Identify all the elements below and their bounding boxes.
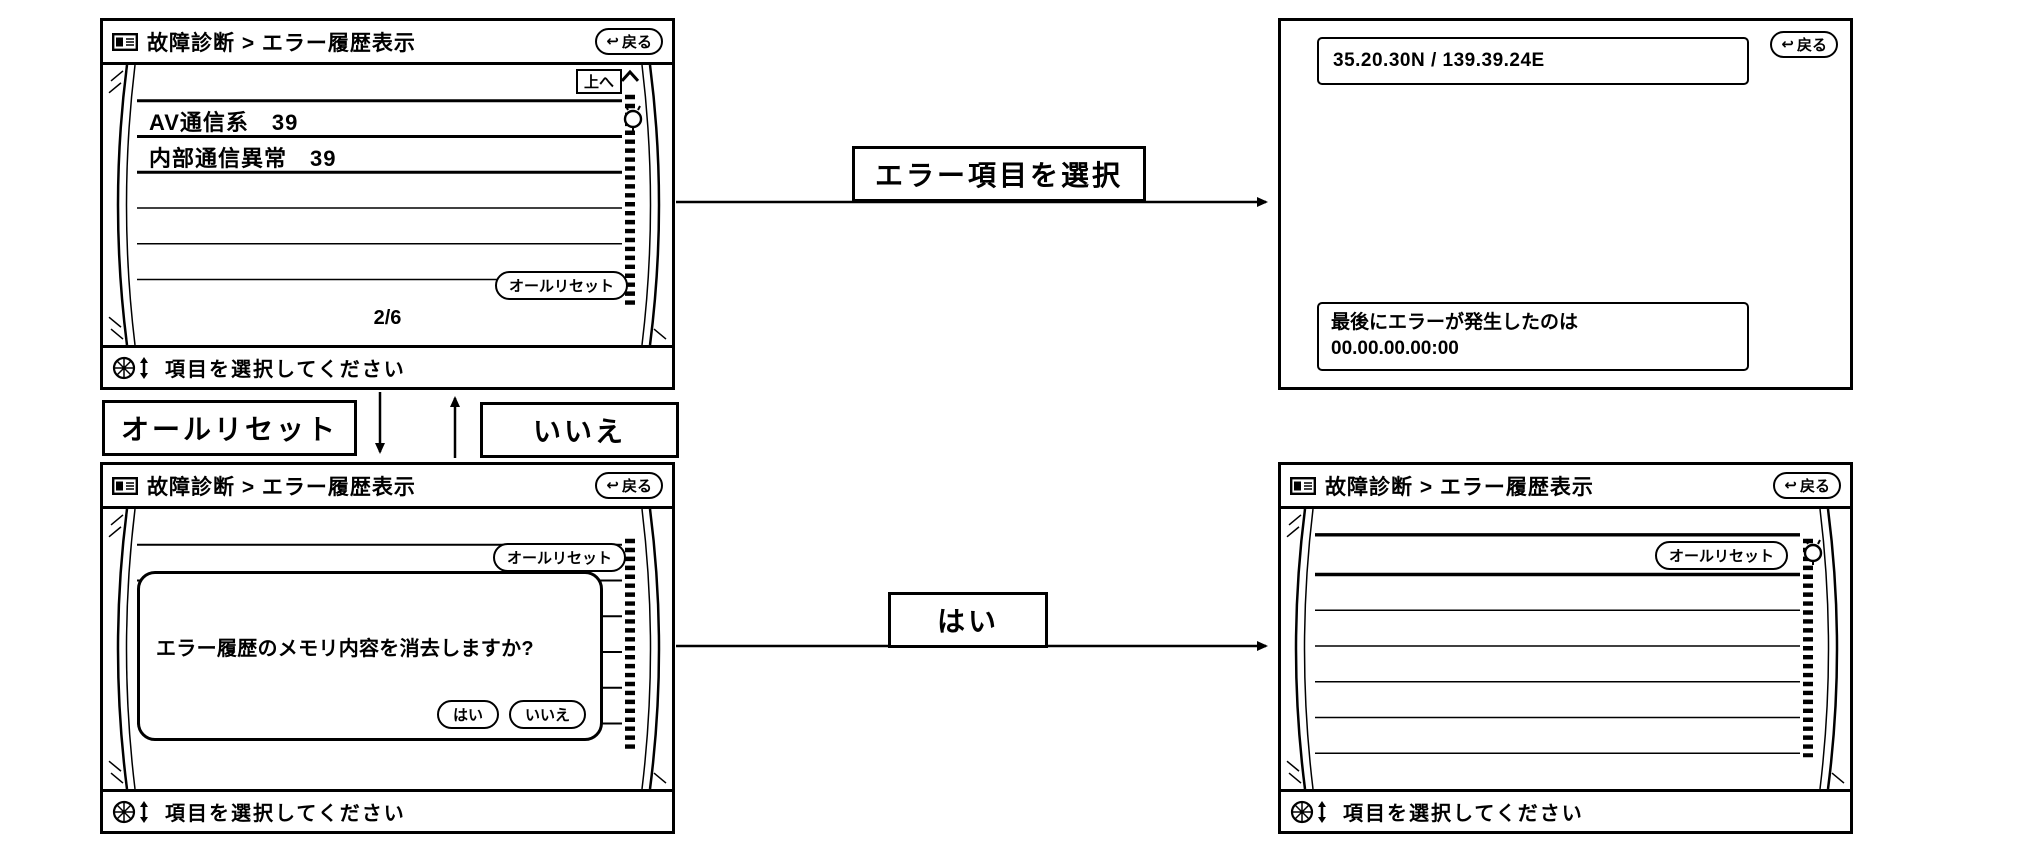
titlebar: 故障診断 > エラー履歴表示 ↩ 戻る — [103, 465, 672, 509]
list-item-internal-comm[interactable]: 内部通信異常 39 — [149, 146, 337, 171]
screen-bezel — [1286, 509, 1845, 789]
back-button[interactable]: ↩ 戻る — [595, 28, 663, 55]
screen-icon — [112, 476, 138, 495]
confirm-dialog: エラー履歴のメモリ内容を消去しますか? はい いいえ — [137, 571, 603, 741]
screen-confirm-dialog: 故障診断 > エラー履歴表示 ↩ 戻る オールリセット エラー履歴のメモリ内容を… — [100, 462, 675, 834]
back-button[interactable]: ↩ 戻る — [595, 472, 663, 499]
dialog-buttons: はい いいえ — [436, 700, 586, 729]
last-error-line1: 最後にエラーが発生したのは — [1331, 311, 1579, 333]
return-arrow-icon: ↩ — [1781, 36, 1794, 53]
status-bar: 項目を選択してください — [1281, 789, 1850, 831]
screen-icon — [1290, 476, 1316, 495]
status-text: 項目を選択してください — [1343, 803, 1584, 825]
back-button-label: 戻る — [1796, 37, 1827, 54]
yes-button[interactable]: はい — [436, 700, 499, 729]
titlebar: 故障診断 > エラー履歴表示 ↩ 戻る — [1281, 465, 1850, 509]
flow-label-yes: はい — [888, 592, 1049, 648]
chevron-up-icon — [620, 69, 640, 82]
page-indicator: 2/6 — [373, 307, 402, 329]
back-button[interactable]: ↩ 戻る — [1770, 31, 1838, 58]
selector-knob-icon — [112, 800, 148, 823]
rotary-cursor-icon — [623, 105, 643, 131]
status-bar: 項目を選択してください — [103, 345, 672, 387]
last-error-box: 最後にエラーが発生したのは 00.00.00.00:00 — [1317, 301, 1749, 371]
status-text: 項目を選択してください — [165, 803, 406, 825]
all-reset-button[interactable]: オールリセット — [1654, 541, 1788, 570]
back-button[interactable]: ↩ 戻る — [1773, 472, 1841, 499]
scroll-up-button[interactable]: 上へ — [575, 69, 622, 94]
selector-knob-icon — [1290, 800, 1326, 823]
all-reset-button[interactable]: オールリセット — [494, 271, 628, 300]
dialog-message: エラー履歴のメモリ内容を消去しますか? — [156, 638, 534, 660]
page-title: 故障診断 > エラー履歴表示 — [147, 475, 416, 499]
titlebar: 故障診断 > エラー履歴表示 ↩ 戻る — [103, 21, 672, 65]
rotary-cursor-icon — [1803, 539, 1823, 565]
last-error-timestamp: 00.00.00.00:00 — [1331, 338, 1459, 360]
screen-body: オールリセット エラー履歴のメモリ内容を消去しますか? はい いいえ — [103, 509, 672, 789]
no-button[interactable]: いいえ — [508, 700, 586, 729]
return-arrow-icon: ↩ — [1784, 477, 1797, 494]
screen-error-detail: ↩ 戻る 35.20.30N / 139.39.24E 最後にエラーが発生したの… — [1278, 18, 1853, 390]
screen-body: オールリセット — [1281, 509, 1850, 789]
back-button-label: 戻る — [621, 478, 652, 495]
screen-error-list: 故障診断 > エラー履歴表示 ↩ 戻る 上へ AV通信系 39 — [100, 18, 675, 390]
flow-label-no: いいえ — [480, 402, 680, 458]
page-title: 故障診断 > エラー履歴表示 — [147, 31, 416, 55]
status-text: 項目を選択してください — [165, 359, 406, 381]
selector-knob-icon — [112, 356, 148, 379]
back-button-label: 戻る — [1799, 478, 1830, 495]
list-item-av-comm[interactable]: AV通信系 39 — [149, 110, 299, 135]
screen-body: 上へ AV通信系 39 内部通信異常 39 オールリセット 2/6 — [103, 65, 672, 345]
all-reset-button[interactable]: オールリセット — [492, 543, 626, 572]
return-arrow-icon: ↩ — [606, 477, 619, 494]
flow-label-all-reset: オールリセット — [102, 400, 358, 456]
return-arrow-icon: ↩ — [606, 33, 619, 50]
status-bar: 項目を選択してください — [103, 789, 672, 831]
back-button-label: 戻る — [621, 34, 652, 51]
coordinates-value: 35.20.30N / 139.39.24E — [1333, 50, 1545, 71]
screen-icon — [112, 32, 138, 51]
page-title: 故障診断 > エラー履歴表示 — [1325, 475, 1594, 499]
flow-label-select-error: エラー項目を選択 — [852, 146, 1147, 202]
coordinates-box: 35.20.30N / 139.39.24E — [1317, 37, 1749, 85]
screen-cleared-list: 故障診断 > エラー履歴表示 ↩ 戻る オールリセット — [1278, 462, 1853, 834]
